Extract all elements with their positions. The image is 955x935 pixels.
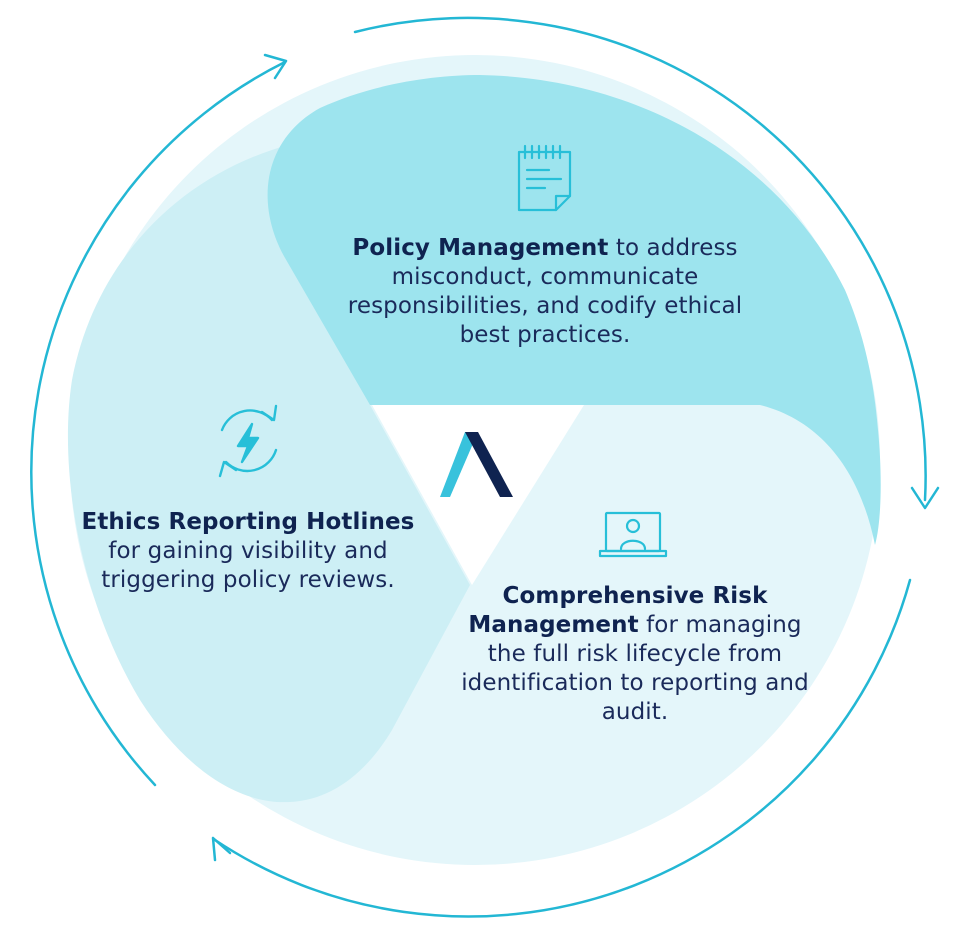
- segment-policy-bg: [267, 75, 881, 545]
- segment-risk-text: Comprehensive Risk Management for managi…: [460, 582, 810, 727]
- segment-policy-desc: to address misconduct, communicate respo…: [347, 235, 743, 348]
- segment-policy-title: Policy Management: [352, 235, 609, 261]
- segment-ethics-desc: for gaining visibility and triggering po…: [101, 538, 395, 593]
- segment-risk-title: Comprehensive Risk Management: [468, 583, 768, 638]
- arrow-left-head: [263, 53, 288, 80]
- logo-icon: [440, 432, 513, 497]
- segment-risk-desc: for managing the full risk lifecycle fro…: [461, 612, 809, 725]
- segment-ethics-bg: [67, 145, 471, 803]
- arrow-top-right-head: [910, 486, 940, 510]
- cycle-arrows: [30, 16, 940, 918]
- arrow-bottom-head: [211, 836, 232, 862]
- arrow-top-right: [353, 16, 927, 502]
- segment-policy-text: Policy Management to address misconduct,…: [330, 234, 760, 350]
- center-triangle: [372, 405, 584, 585]
- segment-ethics-text: Ethics Reporting Hotlines for gaining vi…: [68, 508, 428, 595]
- notepad-icon: [517, 144, 572, 212]
- laptop-user-icon: [598, 511, 668, 558]
- segment-ethics-title: Ethics Reporting Hotlines: [81, 509, 415, 535]
- refresh-lightning-icon: [218, 404, 278, 478]
- arrow-bottom: [213, 578, 912, 918]
- arrow-left: [30, 60, 287, 787]
